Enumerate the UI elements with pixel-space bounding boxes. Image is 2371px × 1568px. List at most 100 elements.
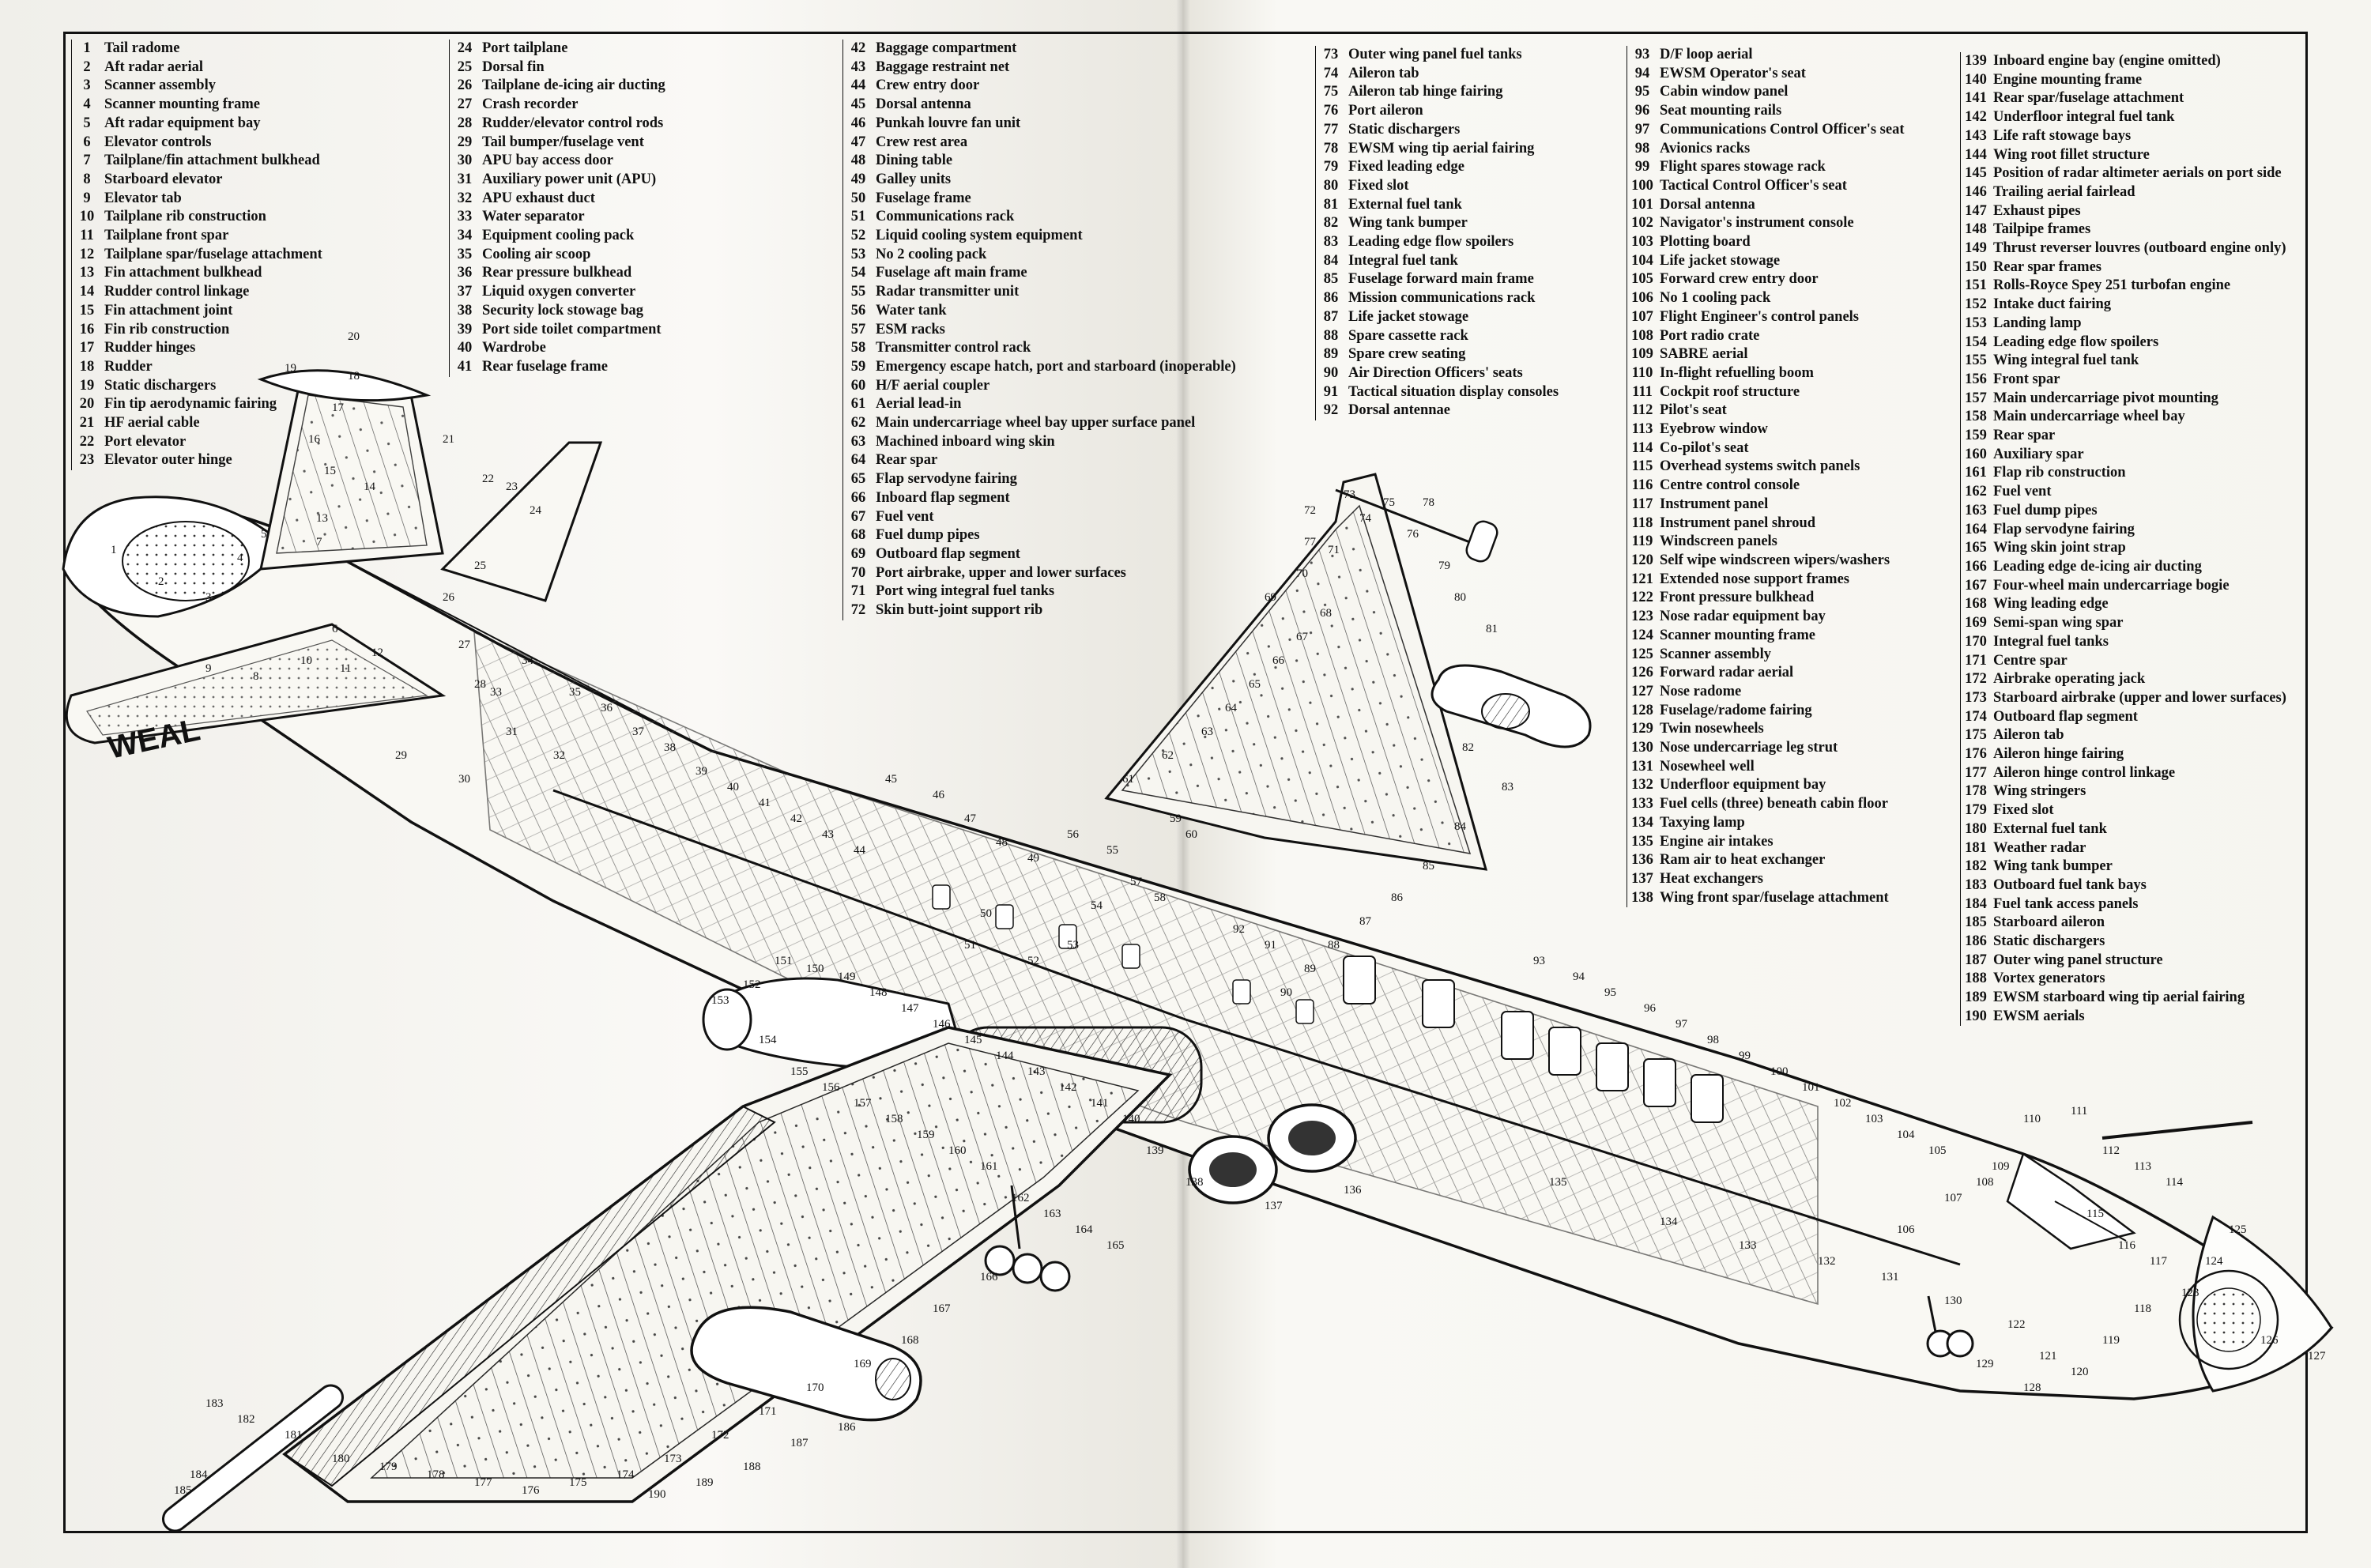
callout-number: 107: [1944, 1192, 1962, 1204]
callout-number: 9: [205, 662, 212, 675]
key-number: 40: [457, 340, 473, 356]
key-label: Fixed leading edge: [1348, 159, 1464, 175]
key-label: Engine mounting frame: [1993, 71, 2143, 88]
key-label: Baggage compartment: [876, 40, 1017, 56]
key-number: 148: [1965, 221, 1987, 238]
callout-number: 36: [601, 702, 613, 714]
key-number: 170: [1965, 633, 1987, 650]
callout-number: 151: [775, 955, 793, 967]
callout-number: 160: [948, 1144, 967, 1157]
callout-number: 134: [1660, 1216, 1678, 1228]
callout-number: 51: [964, 939, 976, 952]
key-label: Outboard flap segment: [1993, 708, 2138, 725]
key-label: Tailpipe frames: [1993, 221, 2091, 238]
key-label: Nose radome: [1660, 683, 1742, 699]
key-number: 173: [1965, 689, 1987, 706]
callout-number: 79: [1438, 560, 1450, 572]
callout-number: 172: [711, 1429, 729, 1442]
key-label: Outboard flap segment: [876, 545, 1020, 562]
key-number: 150: [1965, 258, 1987, 275]
callout-number: 74: [1359, 512, 1372, 525]
key-number: 69: [850, 545, 866, 562]
callout-number: 14: [364, 481, 376, 493]
key-label: Tailplane front spar: [104, 228, 229, 244]
callout-number: 99: [1739, 1050, 1751, 1062]
key-label: Wardrobe: [482, 340, 546, 356]
key-number: 21: [79, 415, 95, 432]
key-label: APU bay access door: [482, 153, 613, 169]
key-label: Dorsal antennae: [1348, 402, 1450, 419]
key-label: HF aerial cable: [104, 415, 200, 432]
key-number: 179: [1965, 802, 1987, 819]
key-label: Communications rack: [876, 209, 1015, 225]
key-number: 18: [79, 358, 95, 375]
key-number: 24: [457, 40, 473, 56]
key-number: 16: [79, 321, 95, 337]
key-number: 61: [850, 396, 866, 413]
key-label: Dorsal antenna: [876, 96, 971, 113]
key-label: Punkah louvre fan unit: [876, 115, 1021, 131]
key-number: 86: [1323, 290, 1339, 307]
key-number: 163: [1965, 502, 1987, 518]
key-label: Liquid oxygen converter: [482, 284, 636, 300]
key-number: 71: [850, 583, 866, 600]
key-label: Fuel vent: [876, 508, 934, 525]
callout-number: 121: [2039, 1350, 2057, 1363]
key-number: 10: [79, 209, 95, 225]
callout-number: 13: [316, 512, 328, 525]
key-label: Wing integral fuel tank: [1993, 352, 2139, 369]
key-label: Outer wing panel structure: [1993, 952, 2163, 968]
key-number: 189: [1965, 989, 1987, 1006]
key-label: Starboard elevator: [104, 171, 223, 187]
callout-number: 112: [2102, 1144, 2120, 1157]
key-number: 107: [1631, 308, 1653, 325]
key-label: Cabin window panel: [1660, 84, 1789, 100]
key-label: Port wing integral fuel tanks: [876, 583, 1055, 600]
callout-number: 35: [569, 686, 581, 699]
key-number: 99: [1634, 159, 1650, 175]
callout-number: 174: [616, 1468, 635, 1481]
callout-number: 41: [759, 797, 771, 809]
key-label: Water separator: [482, 209, 585, 225]
key-number: 36: [457, 265, 473, 281]
callout-number: 189: [695, 1476, 714, 1489]
key-number: 45: [850, 96, 866, 113]
key-number: 33: [457, 209, 473, 225]
key-label: Exhaust pipes: [1993, 202, 2081, 219]
callout-number: 93: [1533, 955, 1545, 967]
key-number: 115: [1631, 458, 1653, 475]
key-label: Fin attachment joint: [104, 302, 233, 318]
key-label: Front spar: [1993, 371, 2060, 387]
callout-number: 7: [316, 536, 322, 548]
callout-number: 5: [261, 528, 267, 541]
key-label: Tailplane de-icing air ducting: [482, 77, 665, 94]
key-label: Forward crew entry door: [1660, 271, 1819, 288]
callout-number: 137: [1265, 1200, 1283, 1212]
key-number: 143: [1965, 127, 1987, 144]
key-number: 67: [850, 508, 866, 525]
key-label: Rudder/elevator control rods: [482, 115, 664, 131]
key-column-rule: [842, 40, 843, 620]
callout-number: 87: [1359, 915, 1372, 928]
key-number: 137: [1631, 870, 1653, 887]
key-label: Semi-span wing spar: [1993, 615, 2124, 631]
